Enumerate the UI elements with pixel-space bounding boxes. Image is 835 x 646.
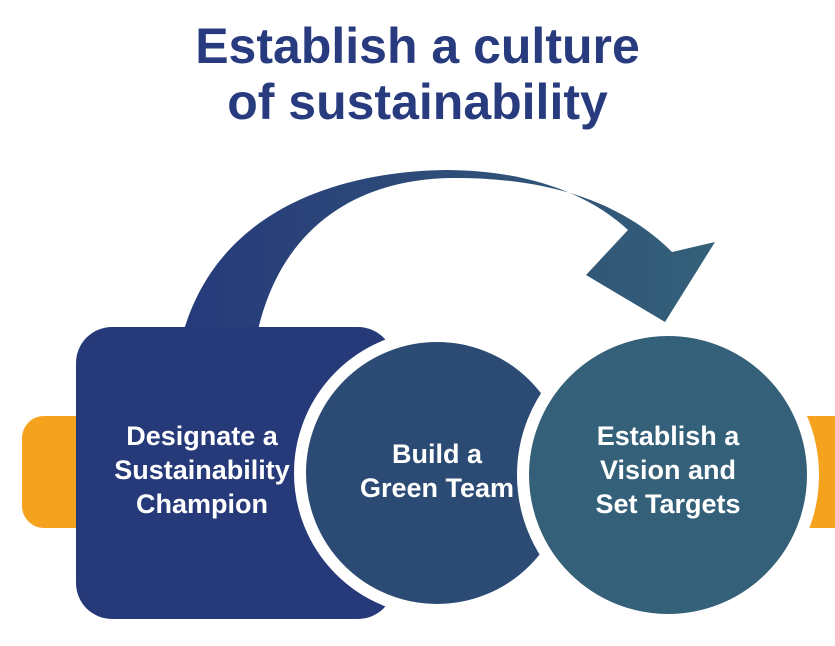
step-3-label: Establish a Vision and Set Targets xyxy=(556,419,780,521)
step-1-line-3: Champion xyxy=(136,489,268,519)
title-line-2: of sustainability xyxy=(227,74,608,130)
title-line-1: Establish a culture xyxy=(195,18,640,74)
step-3-line-2: Vision and xyxy=(599,455,737,485)
curved-arrow-icon xyxy=(180,170,715,345)
step-2-line-2: Green Team xyxy=(359,473,515,503)
diagram-title: Establish a culture of sustainability xyxy=(0,18,835,130)
step-3-line-3: Set Targets xyxy=(595,489,741,519)
step-3-line-1: Establish a xyxy=(596,421,740,451)
step-1-line-1: Designate a xyxy=(126,421,278,451)
step-3-circle xyxy=(517,324,819,626)
step-1-label: Designate a Sustainability Champion xyxy=(86,419,318,521)
step-2-line-1: Build a xyxy=(391,439,482,469)
step-2-label: Build a Green Team xyxy=(325,437,549,505)
step-1-line-2: Sustainability xyxy=(114,455,290,485)
